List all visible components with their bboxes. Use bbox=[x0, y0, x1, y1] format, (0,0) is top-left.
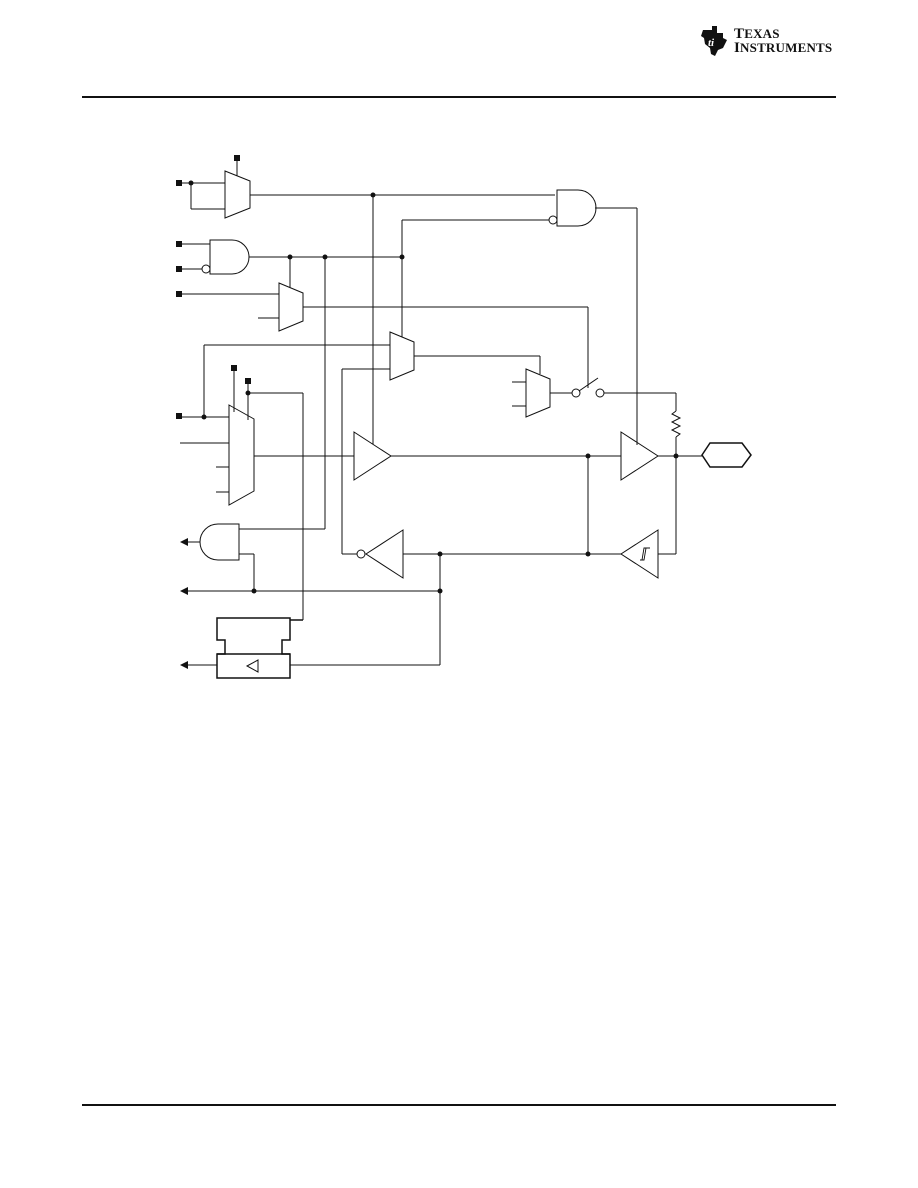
input-terminals bbox=[176, 155, 251, 419]
latch-block bbox=[216, 617, 303, 679]
mux-4to1-left bbox=[180, 368, 354, 620]
arrowheads bbox=[180, 538, 188, 669]
terminal-2 bbox=[176, 241, 182, 247]
logo-line1-rest: EXAS bbox=[744, 26, 780, 41]
logo-line2-rest: NSTRUMENTS bbox=[740, 40, 833, 55]
header-rule bbox=[82, 96, 836, 98]
terminal-4 bbox=[176, 291, 182, 297]
mux-center bbox=[203, 220, 541, 417]
logo-line2-initial: I bbox=[734, 40, 741, 56]
and-gate-right bbox=[402, 189, 638, 445]
mux-2to1 bbox=[182, 257, 589, 388]
mux-top bbox=[182, 158, 555, 219]
arrow-left-icon bbox=[180, 587, 188, 595]
texas-instruments-logo: ti TEXAS INSTRUMENTS bbox=[697, 24, 839, 60]
terminal-5 bbox=[176, 413, 182, 419]
arrow-left-icon bbox=[180, 661, 188, 669]
clock-triangle-icon bbox=[245, 659, 259, 673]
and-gate-inverted-input bbox=[182, 239, 402, 275]
ti-state-logo-icon: ti bbox=[701, 26, 727, 56]
pin-terminal bbox=[701, 442, 752, 468]
and-gate-output bbox=[188, 257, 326, 591]
arrow-left-icon bbox=[180, 538, 188, 546]
terminal-3 bbox=[176, 266, 182, 272]
pullup-switch bbox=[571, 377, 682, 455]
inverter bbox=[341, 369, 440, 579]
pullup-resistor bbox=[670, 410, 682, 438]
footer-rule bbox=[82, 1104, 836, 1106]
svg-text:ti: ti bbox=[708, 37, 715, 49]
terminal-1 bbox=[176, 180, 182, 186]
logo-wordmark: TEXAS INSTRUMENTS bbox=[734, 26, 833, 56]
buffer-center bbox=[353, 195, 621, 481]
schmitt-trigger-buffer bbox=[440, 456, 677, 579]
logo-line1-initial: T bbox=[734, 26, 745, 42]
junction-dots bbox=[188, 180, 679, 594]
mux-small bbox=[512, 368, 572, 418]
output-lines bbox=[188, 554, 441, 666]
output-buffer bbox=[620, 431, 702, 481]
